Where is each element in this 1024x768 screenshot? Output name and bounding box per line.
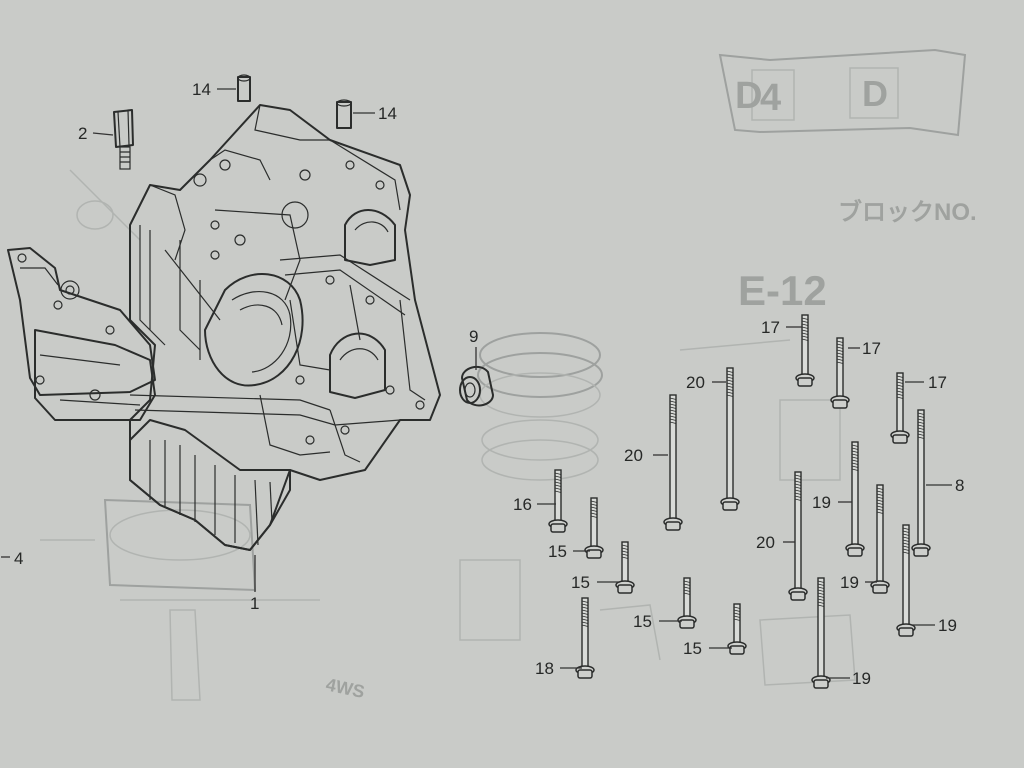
bolt-head: [617, 584, 633, 594]
bolt-19-a[interactable]: [845, 441, 865, 557]
callout-18: 18: [535, 659, 554, 678]
callout-17-mid: 17: [862, 339, 881, 358]
bolt-head: [847, 547, 863, 557]
bolt-head: [665, 521, 681, 531]
callout-14-right: 14: [378, 104, 397, 123]
callout-8: 8: [955, 476, 964, 495]
bolt-17-a[interactable]: [795, 314, 815, 387]
bolt-head: [790, 591, 806, 601]
bolt-20-c[interactable]: [788, 471, 808, 601]
callout-17-right: 17: [928, 373, 947, 392]
callout-2: 2: [78, 124, 87, 143]
bolt-threads: [917, 412, 925, 439]
bolt-head: [729, 645, 745, 655]
bolt-15-c[interactable]: [677, 577, 697, 629]
bolt-15-d[interactable]: [727, 603, 747, 655]
bolt-threads: [794, 474, 802, 501]
callout-19-b: 19: [840, 573, 859, 592]
bolt-threads: [554, 472, 562, 493]
bolt-threads: [581, 600, 589, 627]
callout-14-left: 14: [192, 80, 211, 99]
bolt-head: [722, 501, 738, 511]
bolt-15-b[interactable]: [615, 541, 635, 594]
callout-15-d: 15: [683, 639, 702, 658]
callout-16: 16: [513, 495, 532, 514]
bolt-shaft: [726, 367, 734, 503]
bolt-threads: [669, 397, 677, 424]
bolt-threads: [817, 580, 825, 607]
bolt-shaft: [590, 497, 598, 551]
bolt-threads: [733, 606, 741, 621]
bolt-head: [813, 679, 829, 689]
leader-lines: [1, 88, 952, 679]
bolt-19-d[interactable]: [811, 577, 831, 689]
bolt-threads: [876, 487, 884, 514]
bolt-head: [797, 377, 813, 387]
bolt-16[interactable]: [548, 469, 568, 533]
callout-4: 4: [14, 549, 23, 568]
bolt-shaft: [917, 409, 925, 549]
bolt-threads: [801, 317, 809, 341]
bolt-head: [679, 619, 695, 629]
bolt-threads: [896, 375, 904, 399]
callout-20-top: 20: [686, 373, 705, 392]
ghost-ring-set: [477, 332, 603, 481]
bolt-head: [898, 627, 914, 637]
callout-20-left: 20: [624, 446, 643, 465]
ghost-badge-right: D: [862, 73, 888, 114]
bolt-head: [872, 584, 888, 594]
oil-seal-part-9[interactable]: [459, 365, 494, 407]
bolt-threads: [836, 340, 844, 364]
bolt-17-b[interactable]: [830, 337, 850, 409]
callout-1: 1: [250, 594, 259, 613]
callout-15-b: 15: [571, 573, 590, 592]
dowel-pin-right[interactable]: [336, 99, 352, 129]
bolt-threads: [683, 580, 691, 595]
ghost-badge-left: D: [735, 75, 762, 117]
callout-19-d: 19: [852, 669, 871, 688]
bolt-threads: [851, 444, 859, 471]
ghost-badge-mid: 4: [760, 77, 781, 119]
lower-crankcase[interactable]: [7, 104, 441, 551]
callout-9: 9: [469, 327, 478, 346]
callout-19-a: 19: [812, 493, 831, 512]
ghost-section-code: E-12: [738, 267, 827, 314]
bolt-set: [548, 314, 931, 689]
bolt-threads: [590, 500, 598, 518]
bolt-17-c[interactable]: [890, 372, 910, 444]
bolt-20-b[interactable]: [663, 394, 683, 531]
bolt-threads: [726, 370, 734, 397]
bolt-shaft: [554, 469, 562, 525]
ghost-layer: D 4 D ブロックNO. E-12 4WS: [40, 48, 977, 702]
bolt-head: [832, 399, 848, 409]
bolt-head: [586, 549, 602, 559]
bolt-18[interactable]: [575, 597, 595, 679]
bolt-head: [550, 523, 566, 533]
callout-labels: 14 14 2 9 4 1 17 17 17 20 20 20 8 19 19 …: [14, 80, 964, 688]
bolt-head: [892, 434, 908, 444]
stud-part-2[interactable]: [113, 109, 134, 170]
ghost-badge: D 4 D: [718, 48, 967, 137]
callout-17-top: 17: [761, 318, 780, 337]
callout-15-c: 15: [633, 612, 652, 631]
bolt-19-b[interactable]: [870, 484, 890, 594]
bolt-threads: [902, 527, 910, 554]
dowel-pin-left[interactable]: [237, 74, 251, 102]
bolt-20-a[interactable]: [720, 367, 740, 511]
ghost-piston: [40, 498, 320, 701]
ghost-stamp-code: 4WS: [324, 674, 366, 702]
callout-19-c: 19: [938, 616, 957, 635]
bolt-19-c[interactable]: [896, 524, 916, 637]
bolt-15-a[interactable]: [584, 497, 604, 559]
bolt-shaft: [581, 597, 589, 671]
callout-15-a: 15: [548, 542, 567, 561]
callout-20-low: 20: [756, 533, 775, 552]
bolt-8[interactable]: [911, 409, 931, 557]
bolt-head: [577, 669, 593, 679]
ghost-part-no-heading: ブロックNO.: [838, 198, 977, 226]
bolt-threads: [621, 544, 629, 559]
bolt-head: [913, 547, 929, 557]
